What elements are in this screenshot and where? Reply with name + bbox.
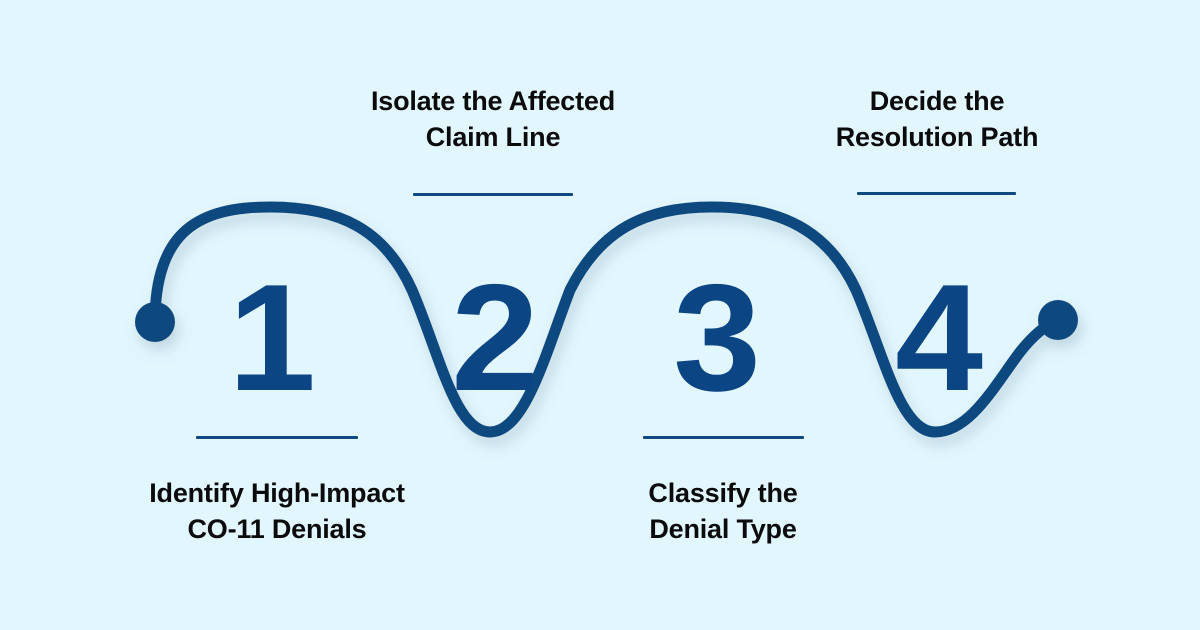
step-divider-3 — [643, 436, 804, 439]
step-number-4: 4 — [895, 253, 983, 423]
step-caption-1: Identify High-Impact CO-11 Denials — [149, 478, 405, 544]
wave-start-dot — [135, 302, 175, 342]
step-number-1: 1 — [228, 253, 316, 423]
step-number-2: 2 — [451, 253, 539, 423]
wave-end-dot — [1038, 300, 1078, 340]
step-caption-2: Isolate the Affected Claim Line — [370, 86, 616, 152]
step-caption-3: Classify the Denial Type — [648, 478, 798, 544]
step-caption-4: Decide the Resolution Path — [835, 86, 1039, 152]
step-number-3: 3 — [673, 253, 761, 423]
step-divider-4 — [857, 192, 1016, 195]
step-divider-1 — [196, 436, 358, 439]
step-divider-2 — [413, 193, 573, 196]
